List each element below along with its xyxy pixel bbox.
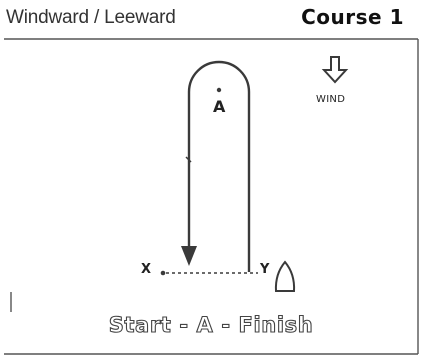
boat-icon bbox=[274, 260, 296, 292]
wind-label: WIND bbox=[316, 94, 346, 105]
leg-arrow-head bbox=[181, 246, 197, 266]
start-mark-x-label: X bbox=[141, 262, 152, 277]
diagram-title: Windward / Leeward bbox=[6, 7, 176, 28]
down-arrow-icon bbox=[321, 56, 349, 84]
start-mark-x bbox=[160, 270, 166, 276]
course-title: Course 1 bbox=[301, 5, 404, 29]
course-caption: Start - A - Finish bbox=[108, 312, 314, 337]
course-path bbox=[187, 60, 251, 272]
mark-a-buoy bbox=[216, 87, 222, 93]
leg-tick bbox=[185, 156, 192, 163]
mark-a-label: A bbox=[213, 97, 226, 116]
start-mark-y-label: Y bbox=[260, 262, 270, 277]
